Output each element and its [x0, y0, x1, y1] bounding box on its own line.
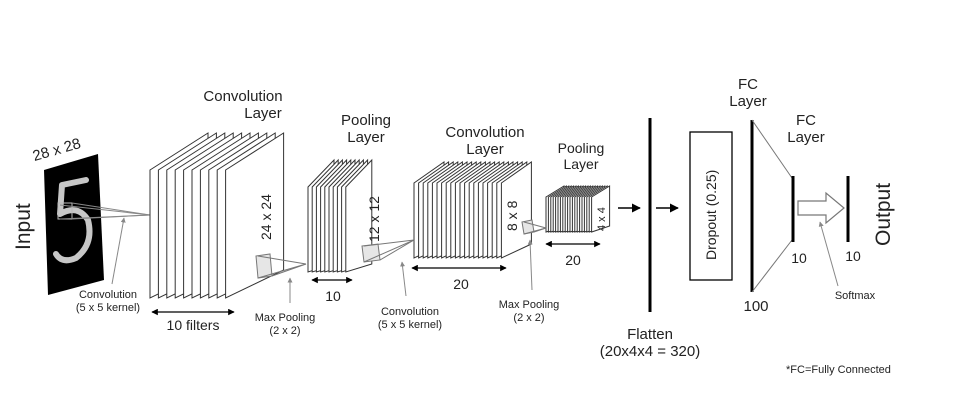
conv1-filters-label: 10 filters: [166, 317, 220, 333]
conv2-kernel-label: Convolution(5 x 5 kernel): [377, 306, 443, 331]
pool2-sheet: [591, 185, 611, 233]
pool2-pointer: [527, 239, 533, 291]
conv2-pointer: [400, 261, 407, 297]
dropout-box: [689, 131, 733, 281]
input-label: Input: [12, 203, 35, 250]
pool1-sheet: [345, 158, 373, 273]
pool1-window: [255, 253, 307, 279]
pool2-depth-label: 20: [565, 252, 581, 268]
pool1-depth-label: 10: [325, 288, 341, 304]
conv1-feature-maps: [149, 132, 285, 299]
conv1-size-label: 24 x 24: [258, 194, 274, 240]
flatten-label: Flatten(20x4x4 = 320): [599, 326, 701, 361]
pool2-size-label: 4 x 4: [596, 207, 608, 231]
pool2-op-label: Max Pooling(2 x 2): [498, 299, 560, 324]
conv2-window: [361, 239, 415, 263]
fc2-units-label: 10: [791, 250, 807, 266]
fc1-units-label: 100: [743, 298, 769, 315]
input-image: [44, 154, 104, 295]
footnote: *FC=Fully Connected: [786, 364, 891, 376]
pool1-feature-maps: [307, 158, 373, 273]
output-units-label: 10: [845, 248, 861, 264]
pool1-size-label: 12 x 12: [366, 196, 382, 242]
kernel-projection-1: [59, 202, 151, 220]
dropout-label: Dropout (0.25): [703, 169, 719, 260]
pool1-op-label: Max Pooling(2 x 2): [254, 312, 316, 337]
softmax-arrow: [797, 191, 845, 225]
conv1-kernel-pointer: [111, 217, 126, 285]
conv2-size-label: 8 x 8: [504, 200, 520, 231]
softmax-label: Softmax: [834, 290, 876, 302]
pool2-window: [521, 219, 547, 235]
fc-connection: [751, 119, 793, 293]
pool2-feature-maps: [545, 185, 611, 233]
digit-five-glyph: [53, 177, 93, 264]
softmax-pointer: [818, 221, 839, 287]
conv2-depth-label: 20: [453, 276, 469, 292]
conv2-feature-maps: [413, 161, 532, 259]
conv1-kernel-label: Convolution(5 x 5 kernel): [75, 289, 141, 314]
output-label: Output: [872, 182, 895, 246]
